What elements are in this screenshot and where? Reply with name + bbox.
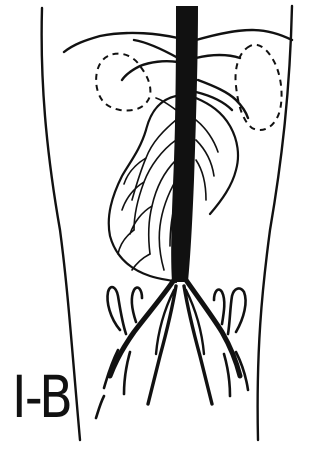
left-kidney-outline [96,54,150,111]
figure-label: I-B [12,368,71,426]
right-kidney-outline [236,45,282,130]
body-outline [42,6,292,440]
iliac-arteries [110,280,240,404]
mesenteric-vessels [118,98,218,270]
right-pelvic-vessels [214,289,248,396]
aorta [171,6,198,282]
